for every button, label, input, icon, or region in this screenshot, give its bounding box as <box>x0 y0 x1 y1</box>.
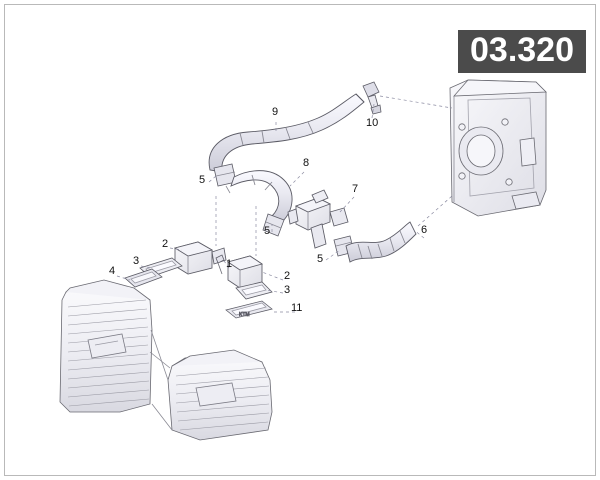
callout-7: 7 <box>352 183 359 195</box>
bolt-1-group <box>215 254 225 275</box>
hose-6-group <box>345 221 417 263</box>
callout-3-left: 3 <box>133 255 140 267</box>
sensor-10-group <box>362 81 382 115</box>
airbox-group <box>449 79 547 217</box>
valve-7-right-port <box>329 207 349 227</box>
gasket-3b-group <box>235 281 273 300</box>
leader-airbox-lower <box>417 195 453 227</box>
svg-text:KTM: KTM <box>239 312 250 318</box>
sensor-10-tip <box>370 104 382 115</box>
leader-1 <box>221 257 230 269</box>
callout-1: 1 <box>226 258 233 270</box>
hose-6 <box>345 221 417 263</box>
cooling-fins-left <box>67 299 150 407</box>
valve-7-top <box>311 189 329 204</box>
leader-8 <box>289 171 305 187</box>
leader-3b <box>265 289 284 294</box>
leader-5a <box>208 175 217 183</box>
flange-4-group <box>124 268 163 288</box>
hose-9-group <box>208 93 365 173</box>
engine-body-group <box>59 279 273 441</box>
clamp-5a-group <box>213 163 237 194</box>
airbox-screw-2 <box>458 172 466 180</box>
callout-5-lower: 5 <box>317 253 324 265</box>
callout-9: 9 <box>272 106 279 118</box>
valve-7-lower-port <box>310 223 327 249</box>
plate-11-group: KTM <box>225 300 273 319</box>
hose-9 <box>208 93 365 173</box>
airbox-foot <box>511 191 541 210</box>
callout-2-left: 2 <box>162 238 169 250</box>
airbox-screw-3 <box>501 118 509 126</box>
leader-6 <box>413 229 425 239</box>
callout-6: 6 <box>421 224 428 236</box>
part-number-badge: 03.320 <box>458 30 586 73</box>
callout-8: 8 <box>303 157 310 169</box>
sensor-10-body <box>362 81 380 98</box>
bolt-1-head <box>215 254 225 264</box>
callout-4: 4 <box>109 265 116 277</box>
engine-right-plate <box>195 382 237 407</box>
cooling-fins-right <box>175 367 270 431</box>
callout-10: 10 <box>366 117 379 129</box>
airbox-panel <box>519 137 537 167</box>
valve-7-group <box>287 189 349 249</box>
engine-left-plate <box>87 333 127 359</box>
manifold-2b-group <box>226 255 264 289</box>
callout-3-right: 3 <box>284 284 291 296</box>
leader-3a <box>140 265 153 269</box>
leader-2a <box>169 247 183 251</box>
airbox-screw-1 <box>458 123 466 131</box>
leader-4 <box>116 275 131 281</box>
clamp-5b-group <box>262 213 285 237</box>
airbox-screw-4 <box>505 178 513 186</box>
callout-2-right: 2 <box>284 270 291 282</box>
callout-11: 11 <box>291 302 303 314</box>
leader-10 <box>371 103 375 119</box>
callout-5-mid: 5 <box>264 225 271 237</box>
hose-8 <box>230 170 293 223</box>
callout-5-upper: 5 <box>199 174 206 186</box>
valve-7-left-port <box>287 208 299 225</box>
leader-lines <box>116 95 453 313</box>
leader-2b <box>261 271 284 281</box>
leader-airbox <box>379 95 453 109</box>
leader-5c <box>325 249 341 261</box>
hose-8-group <box>230 170 293 223</box>
